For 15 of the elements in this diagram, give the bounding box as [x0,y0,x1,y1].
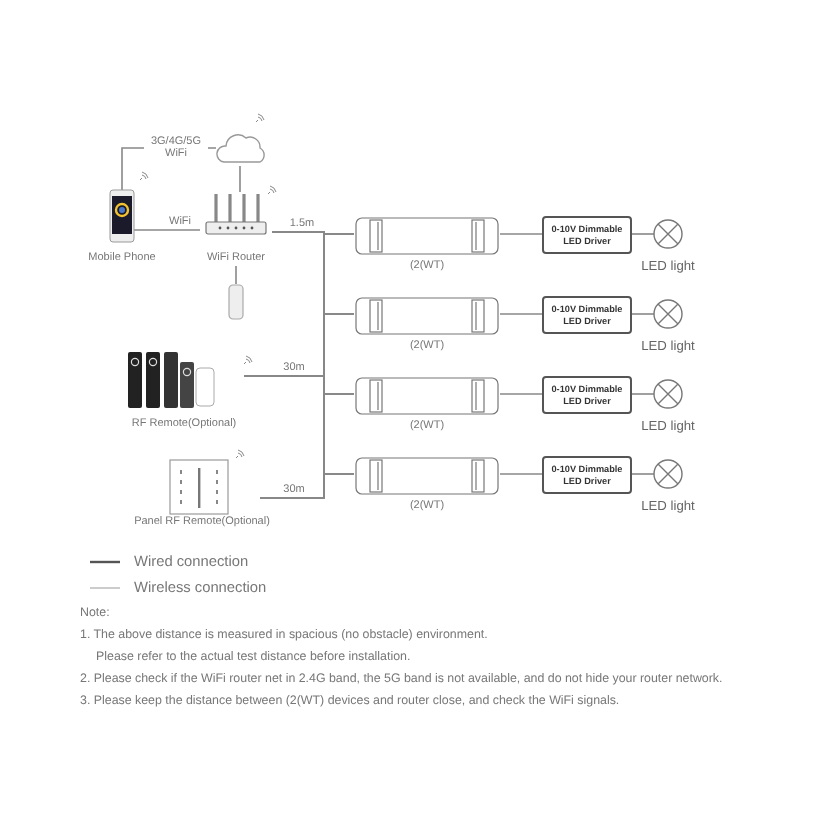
connection-line [235,265,237,285]
connection-line [631,393,655,395]
driver-box [542,296,632,334]
connection-line [499,313,543,315]
connection-line [631,313,655,315]
connection-line [499,473,543,475]
connection-line [499,233,543,235]
driver-box [542,376,632,414]
connection-line [631,233,655,235]
driver-box [542,216,632,254]
connection-line [499,393,543,395]
driver-box [542,456,632,494]
connection-line [239,165,241,193]
connection-line [133,229,201,231]
connection-line [631,473,655,475]
